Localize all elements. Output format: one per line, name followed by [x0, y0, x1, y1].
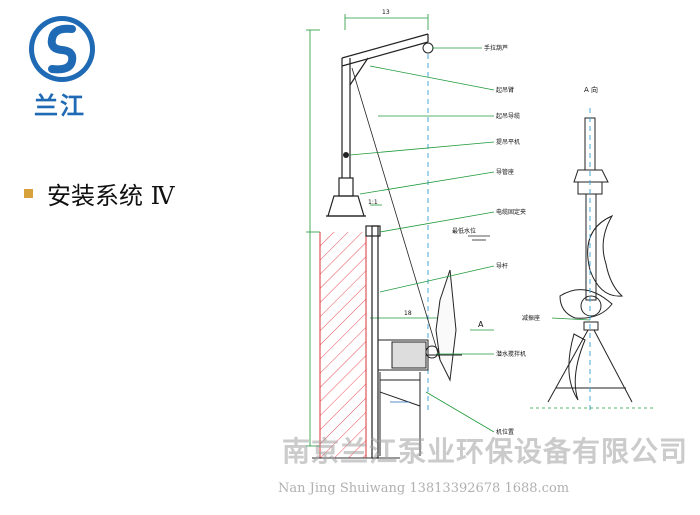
leader-lines: [349, 47, 591, 433]
crane-winch: [343, 152, 349, 158]
dimension-label: 18: [404, 310, 412, 317]
label-cable-clamp: 电缆固定夹: [496, 208, 526, 216]
label-guide-rail: 导杆: [496, 262, 508, 270]
dimension-label: 1:1: [368, 199, 378, 206]
label-water-level: 最低水位: [452, 227, 476, 235]
watermark-cn: 南京兰江泵业环保设备有限公司: [282, 435, 689, 468]
label-lifting-cable: 起吊导缆: [496, 112, 520, 120]
submersible-mixer: [377, 269, 462, 456]
lifting-crane: [326, 33, 429, 217]
label-pipe-seat: 导管座: [496, 168, 514, 176]
label-machine-position: 机位置: [496, 428, 514, 436]
dimension-label: 13: [382, 9, 390, 16]
label-hoist: 手拉葫芦: [484, 44, 508, 52]
watermark-en: Nan Jing Shuiwang 13813392678 1688.com: [278, 481, 570, 496]
view-a-title: A 向: [584, 85, 598, 94]
lifting-cable: [351, 67, 441, 361]
dimension-lines: [306, 14, 448, 447]
label-crane-arm: 起吊臂: [496, 86, 514, 94]
brand-name: 兰江: [34, 92, 86, 120]
brand-logo: [29, 16, 95, 82]
label-damping-seat: 减振座: [522, 314, 540, 322]
view-a-assembly: [547, 117, 633, 403]
arrow-label: A: [478, 320, 484, 329]
label-winch: 提吊平机: [496, 138, 520, 146]
page-title: 安装系统 Ⅳ: [47, 182, 175, 210]
label-mixer: 潜水搅拌机: [496, 350, 526, 358]
concrete-wall: [312, 232, 400, 459]
water-level-mark: [390, 235, 490, 403]
bullet-icon: [24, 189, 33, 198]
title-row: 安装系统 Ⅳ: [24, 176, 175, 211]
hoist: [422, 42, 434, 54]
